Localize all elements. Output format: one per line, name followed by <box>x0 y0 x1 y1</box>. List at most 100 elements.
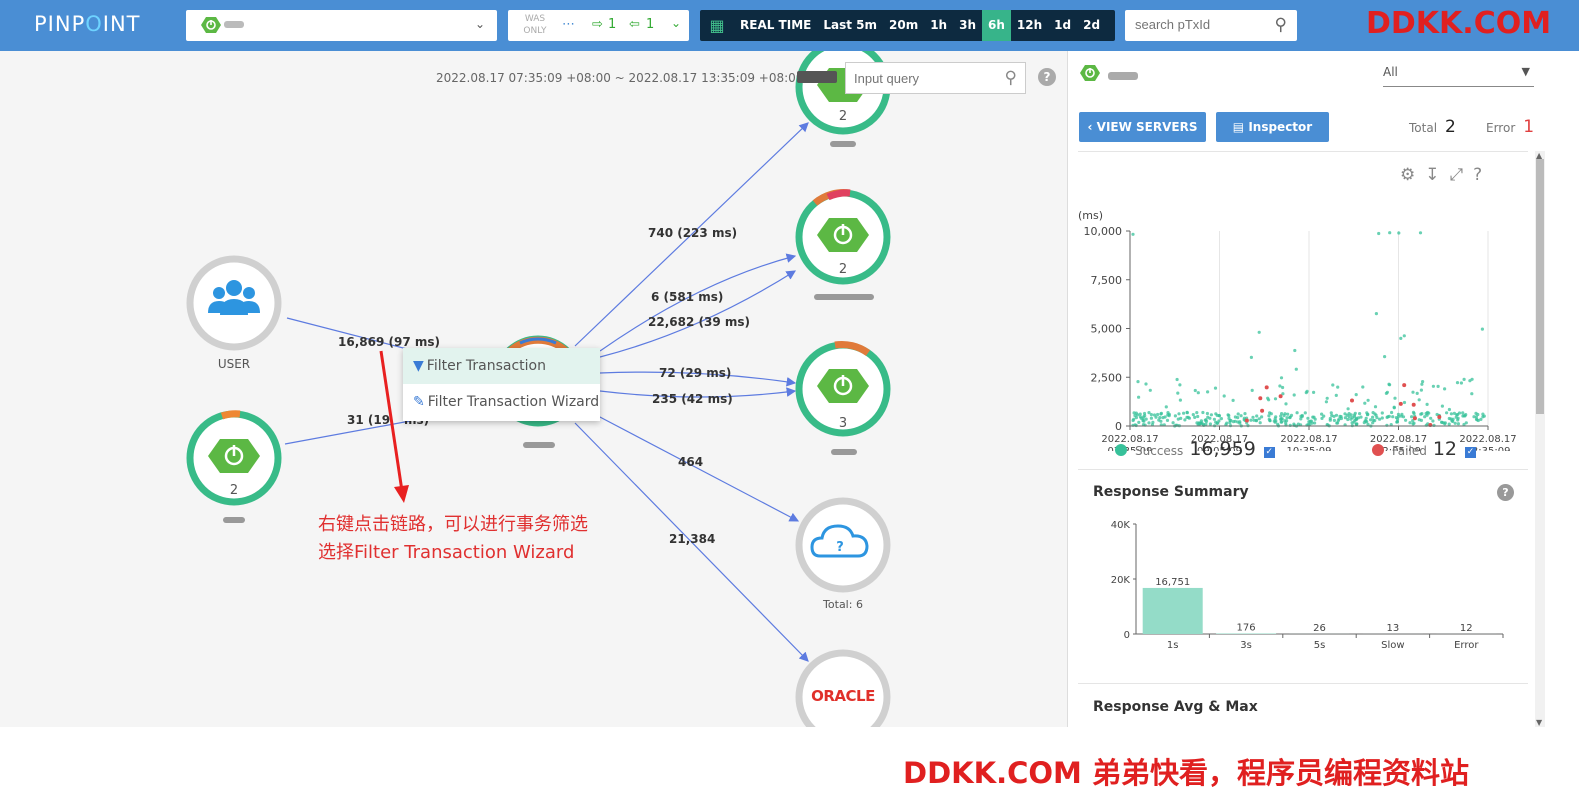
map-query-input[interactable] <box>854 71 994 86</box>
watermark-bottom: DDKK.COM 弟弟快看，程序员编程资料站 <box>903 756 1469 790</box>
txid-search-input[interactable] <box>1135 17 1265 32</box>
success-point <box>1144 417 1148 421</box>
edge-center-oracle[interactable] <box>574 422 809 662</box>
success-point <box>1196 391 1200 395</box>
server-map[interactable]: 2022.08.17 07:35:09 +08:00 ~ 2022.08.17 … <box>0 51 1067 727</box>
time-2d[interactable]: 2d <box>1083 18 1101 32</box>
success-point <box>1213 386 1218 390</box>
success-point <box>1336 385 1340 389</box>
response-summary-title: Response Summary <box>1093 484 1249 500</box>
success-point <box>1411 419 1415 423</box>
node-lower-app[interactable]: 3 <box>795 340 891 455</box>
svg-text:?: ? <box>836 540 844 555</box>
edge-center-cloud[interactable] <box>597 415 800 522</box>
time-3h[interactable]: 3h <box>959 18 977 32</box>
edge-center-lower-b[interactable] <box>599 387 797 398</box>
success-point <box>1285 416 1289 420</box>
chevron-down-icon[interactable]: ⌄ <box>670 16 681 30</box>
edge-label-mid-b[interactable]: 22,682 (39 ms) <box>648 315 750 329</box>
x-tick-label: 2022.08.17 <box>1280 434 1337 445</box>
edge-left-center[interactable] <box>284 420 411 445</box>
help-icon[interactable]: ? <box>1473 165 1493 185</box>
success-point <box>1285 419 1289 423</box>
help-icon[interactable]: ? <box>1038 68 1056 86</box>
success-point <box>1456 412 1460 417</box>
application-select[interactable]: ⌄ <box>186 10 497 41</box>
time-12h[interactable]: 12h <box>1016 18 1043 32</box>
success-point <box>1365 420 1369 424</box>
node-left-app[interactable]: 2 <box>186 410 282 523</box>
node-mid-app[interactable]: 2 <box>795 189 891 300</box>
menu-filter-transaction-wizard[interactable]: ✎Filter Transaction Wizard <box>413 394 600 410</box>
success-point <box>1306 422 1310 427</box>
node-oracle[interactable]: ORACLE <box>795 649 891 727</box>
was-filter[interactable]: WAS ONLY ⋯ ⇨ 1 ⇦ 1 ⌄ <box>508 10 689 41</box>
success-point <box>1176 391 1180 395</box>
success-point <box>1217 419 1221 423</box>
success-point <box>1396 414 1401 419</box>
time-1d[interactable]: 1d <box>1054 18 1072 32</box>
calendar-icon[interactable]: ▦ <box>709 16 725 35</box>
success-point <box>1435 412 1439 417</box>
help-icon[interactable]: ? <box>1497 484 1514 501</box>
time-range-bar: ▦ REAL TIME Last 5m 20m 1h 3h 6h 12h 1d … <box>700 10 1115 41</box>
panel-scrollbar[interactable]: ▲ ▼ <box>1535 151 1545 727</box>
bar-value-label: 176 <box>1237 623 1256 634</box>
edge-label-lower-a[interactable]: 72 (29 ms) <box>659 366 731 380</box>
map-graph: 16,869 (97 ms) 31 (19 ms) 740 (223 ms) 6… <box>186 51 891 727</box>
time-realtime[interactable]: REAL TIME <box>740 18 812 32</box>
success-checkbox[interactable]: ✓ <box>1263 447 1275 458</box>
success-point <box>1440 420 1444 424</box>
success-point <box>1421 380 1425 384</box>
gear-icon[interactable]: ⚙ <box>1400 165 1426 185</box>
failed-point <box>1411 402 1416 407</box>
edge-center-mid-a[interactable] <box>599 253 797 352</box>
success-point <box>1358 412 1362 416</box>
bar-value-label: 12 <box>1460 623 1473 634</box>
menu-filter-transaction[interactable]: ▼Filter Transaction <box>403 348 600 384</box>
edge-label-oracle[interactable]: 21,384 <box>669 532 715 546</box>
x-tick-label: 2022.08.17 <box>1459 434 1516 445</box>
view-servers-button[interactable]: ‹ VIEW SERVERS <box>1079 112 1206 142</box>
edge-label-top[interactable]: 740 (223 ms) <box>648 226 737 240</box>
search-icon[interactable]: ⚲ <box>1274 15 1287 35</box>
node-unknown-cloud[interactable]: ? Total: 6 <box>795 497 891 611</box>
success-point <box>1383 355 1387 359</box>
divider <box>1078 469 1528 470</box>
success-point <box>1380 411 1384 415</box>
time-6h[interactable]: 6h <box>982 10 1011 41</box>
time-last-5m[interactable]: Last 5m <box>823 18 877 32</box>
time-20m[interactable]: 20m <box>889 18 919 32</box>
agent-select[interactable]: All▼ <box>1383 65 1534 87</box>
edge-center-lower-a[interactable] <box>599 371 797 387</box>
success-point <box>1257 330 1261 334</box>
inspector-button[interactable]: ▤ Inspector <box>1216 112 1329 142</box>
scroll-thumb[interactable] <box>1536 159 1544 414</box>
edge-center-mid-b[interactable] <box>599 270 797 358</box>
expand-icon[interactable]: ⤢ <box>1449 165 1474 185</box>
time-1h[interactable]: 1h <box>930 18 948 32</box>
scroll-up-icon[interactable]: ▲ <box>1536 151 1543 160</box>
pinpoint-logo[interactable]: PINPOINT <box>34 12 141 36</box>
success-point <box>1339 415 1343 419</box>
scroll-down-icon[interactable]: ▼ <box>1536 718 1543 727</box>
response-time-scatter-chart[interactable]: (ms)10,0007,5005,0002,50002022.08.1707:3… <box>1078 181 1528 451</box>
failed-checkbox[interactable]: ✓ <box>1465 447 1477 458</box>
edge-label-left[interactable]: 31 (19 <box>347 413 390 427</box>
edge-label-user[interactable]: 16,869 (97 ms) <box>338 335 440 349</box>
edge-label-lower-b[interactable]: 235 (42 ms) <box>652 392 733 406</box>
edge-label-mid-a[interactable]: 6 (581 ms) <box>651 290 723 304</box>
node-user[interactable]: USER <box>186 255 282 371</box>
bar-value-label: 26 <box>1313 623 1326 634</box>
search-icon[interactable]: ⚲ <box>1004 68 1017 88</box>
download-icon[interactable]: ↧ <box>1425 165 1450 185</box>
node-left-count: 2 <box>230 483 238 498</box>
success-point <box>1455 381 1460 385</box>
oracle-logo: ORACLE <box>811 687 875 705</box>
edge-center-top[interactable] <box>574 122 809 347</box>
edge-label-cloud[interactable]: 464 <box>678 455 703 469</box>
